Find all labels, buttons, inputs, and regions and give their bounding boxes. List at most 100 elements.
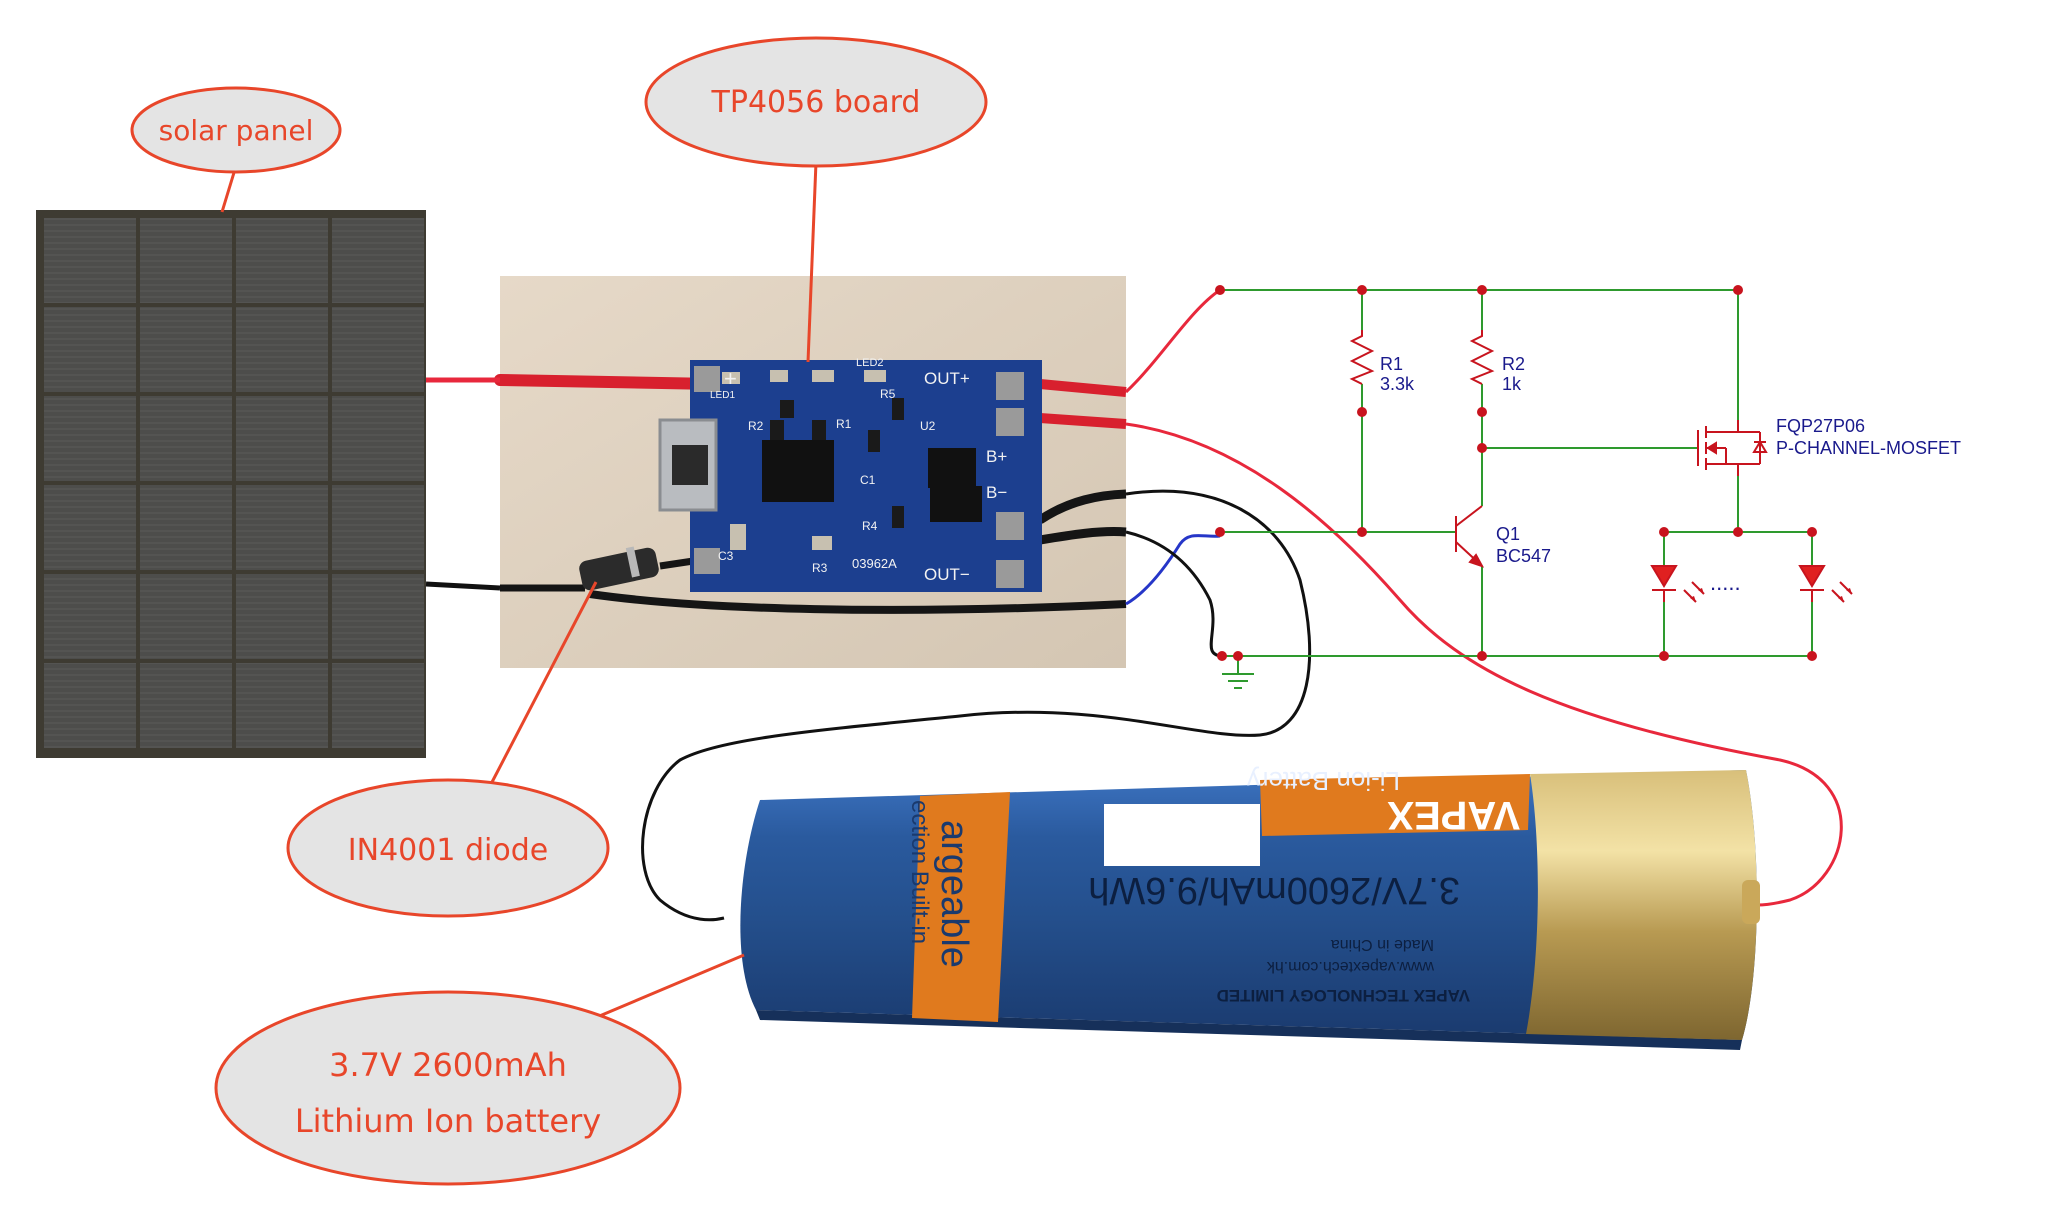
mosfet-type-label: P-CHANNEL-MOSFET <box>1776 438 1961 458</box>
solar-cell <box>140 396 232 481</box>
led-1 <box>1650 565 1705 603</box>
pcb-b-minus-label: B− <box>986 483 1007 502</box>
mosfet-q2 <box>1697 420 1768 476</box>
solar-cell <box>140 218 232 303</box>
r1-name-label: R1 <box>1380 354 1403 374</box>
schematic-node <box>1357 285 1367 295</box>
schematic-node <box>1215 527 1225 537</box>
schematic-node <box>1733 527 1743 537</box>
solar-cell <box>44 485 136 570</box>
solar-cell <box>44 396 136 481</box>
wire-out-negative-black <box>1125 530 1223 658</box>
battery-type-text: Li-ion Battery <box>1247 766 1400 796</box>
wire-battery-positive <box>1125 422 1843 907</box>
pcb-r2-label: R2 <box>748 419 764 433</box>
battery-protection-text: ection Built-in <box>906 800 933 944</box>
battery-brand-text: VAPEX <box>1387 793 1520 837</box>
callout-battery-line1: 3.7V 2600mAh <box>329 1046 567 1084</box>
pcb-c3-label: C3 <box>718 549 734 563</box>
mosfet-name-label: FQP27P06 <box>1776 416 1865 436</box>
callout-tp4056 <box>644 36 988 168</box>
callout-diode-text: IN4001 diode <box>348 833 548 868</box>
solar-cell <box>236 307 328 392</box>
solar-cell <box>140 574 232 659</box>
battery-company-text: VAPEX TECHNOLOGY LIMITED <box>1217 986 1470 1005</box>
pcb-led1-label: LED1 <box>710 390 735 401</box>
solar-cell <box>332 396 424 481</box>
callout-battery <box>214 990 682 1186</box>
schematic-node <box>1233 651 1243 661</box>
led-ellipsis: ..... <box>1710 570 1741 595</box>
schematic-node <box>1807 651 1817 661</box>
ground-symbol <box>1222 673 1254 689</box>
tp4056-photo: + LED1 LED2 R2 R1 R5 U2 C1 C3 R3 R4 0396… <box>494 276 1127 668</box>
q1-value-label: BC547 <box>1496 546 1551 566</box>
callout-tp4056-text: TP4056 board <box>711 85 921 120</box>
q1-name-label: Q1 <box>1496 524 1520 544</box>
solar-cell <box>140 485 232 570</box>
callout-battery-line2: Lithium Ion battery <box>295 1102 601 1140</box>
pcb-r4-label: R4 <box>862 519 878 533</box>
transistor-q1 <box>1455 505 1485 568</box>
wire-out-positive <box>1124 288 1221 394</box>
solar-cell <box>236 574 328 659</box>
r2-name-label: R2 <box>1502 354 1525 374</box>
schematic-node <box>1733 285 1743 295</box>
solar-cell <box>44 307 136 392</box>
tp4056-board: + LED1 LED2 R2 R1 R5 U2 C1 C3 R3 R4 0396… <box>658 357 1042 592</box>
led-2 <box>1798 565 1853 603</box>
wire-solar-negative <box>425 581 501 591</box>
solar-cell <box>236 663 328 748</box>
solar-cell <box>236 396 328 481</box>
pcb-led2-label: LED2 <box>856 357 884 369</box>
schematic-node <box>1659 527 1669 537</box>
schematic-node <box>1215 285 1225 295</box>
solar-cell <box>44 663 136 748</box>
schematic-node <box>1807 527 1817 537</box>
wires <box>425 288 1843 922</box>
schematic-nodes <box>1215 285 1817 661</box>
resistor-r2 <box>1469 330 1495 385</box>
r1-value-label: 3.3k <box>1380 374 1415 394</box>
solar-cell <box>332 307 424 392</box>
schematic-node <box>1659 651 1669 661</box>
wire-battery-negative <box>641 489 1312 922</box>
callouts: solar panel TP4056 board IN4001 diode 3.… <box>130 36 988 1186</box>
pcb-out-plus-label: OUT+ <box>924 369 970 388</box>
callout-diode <box>286 778 610 918</box>
pcb-c1-label: C1 <box>860 473 876 487</box>
wire-out-negative <box>1125 534 1221 606</box>
solar-panel <box>36 210 426 758</box>
solar-cell <box>44 218 136 303</box>
solar-cell <box>140 307 232 392</box>
schematic-node <box>1477 285 1487 295</box>
callout-solar-panel-text: solar panel <box>159 114 314 147</box>
solar-cell <box>236 218 328 303</box>
schematic-node <box>1477 443 1487 453</box>
resistor-r1 <box>1349 330 1375 385</box>
schematic-node <box>1477 407 1487 417</box>
battery: Li-ion Battery VAPEX 3.7V/2600mAh/9.6Wh … <box>740 766 1760 1050</box>
pcb-out-minus-label: OUT− <box>924 565 970 584</box>
pcb-code-label: 03962A <box>852 556 897 571</box>
schematic-node <box>1357 407 1367 417</box>
pcb-r5-label: R5 <box>880 387 896 401</box>
schematic: R1 3.3k R2 1k Q1 BC547 FQP27P06 P-CHANNE… <box>1215 285 1961 689</box>
callout-solar-panel <box>130 86 342 174</box>
schematic-node <box>1477 651 1487 661</box>
battery-made-in-text: Made in China <box>1331 936 1434 953</box>
solar-cell <box>332 574 424 659</box>
pcb-b-plus-label: B+ <box>986 447 1007 466</box>
battery-rechargeable-text: argeable <box>933 820 975 968</box>
solar-cell <box>236 485 328 570</box>
pcb-r3-label: R3 <box>812 561 828 575</box>
solar-cell <box>332 663 424 748</box>
solar-cell <box>332 218 424 303</box>
pcb-plus-label: + <box>724 366 737 391</box>
battery-website-text: www.vapextech.com.hk <box>1266 958 1435 975</box>
battery-spec-text: 3.7V/2600mAh/9.6Wh <box>1088 869 1460 911</box>
pcb-u2-label: U2 <box>920 419 936 433</box>
diode-component <box>579 546 659 591</box>
solar-cell-grid <box>44 218 424 748</box>
